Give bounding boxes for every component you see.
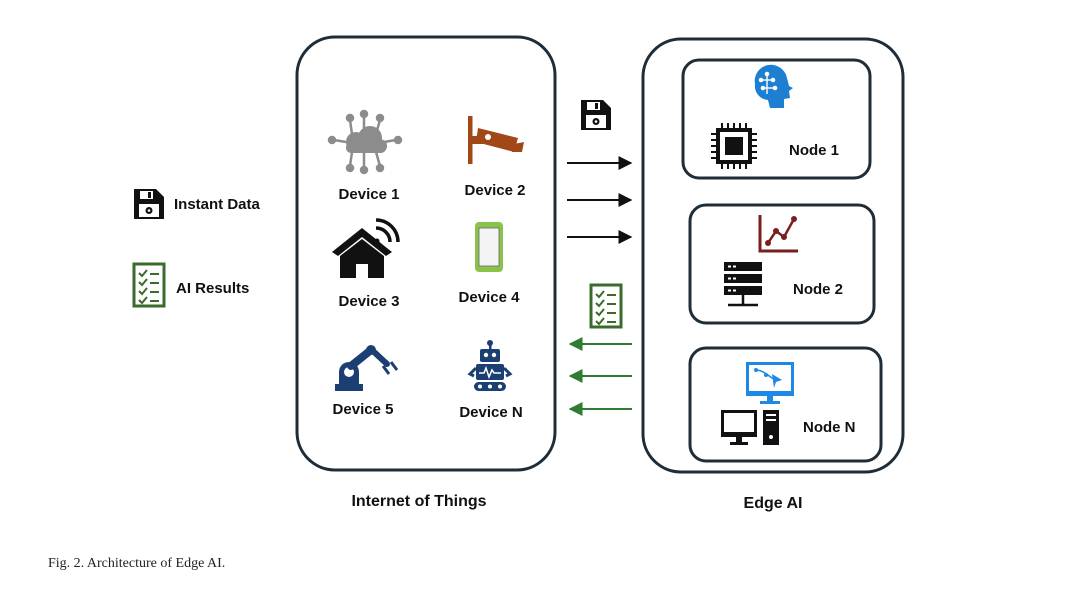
node-n-label: Node N: [803, 419, 856, 436]
smart-home-icon: [332, 218, 400, 278]
security-camera-icon: [468, 116, 524, 164]
device-n-label: Device N: [459, 404, 523, 421]
design-monitor-icon: [746, 362, 794, 404]
ai-brain-icon: [754, 64, 793, 108]
legend-ai-results-label: AI Results: [176, 280, 250, 297]
device-5-label: Device 5: [332, 401, 394, 418]
edge-ai-panel-title: Edge AI: [743, 495, 803, 512]
iot-panel-title: Internet of Things: [351, 493, 487, 510]
server-rack-icon: [724, 262, 762, 307]
node-2-box: [688, 203, 876, 325]
floppy-icon: [134, 189, 164, 219]
floppy-icon: [581, 100, 611, 130]
device-2-label: Device 2: [464, 182, 526, 199]
checklist-icon: [589, 283, 623, 329]
node-1-label: Node 1: [789, 142, 840, 159]
cloud-network-icon: [327, 109, 403, 175]
checklist-icon: [132, 262, 166, 308]
figure-caption: Fig. 2. Architecture of Edge AI.: [48, 556, 226, 571]
cpu-chip-icon: [711, 123, 757, 169]
desktop-computer-icon: [721, 410, 779, 445]
device-1-label: Device 1: [338, 186, 400, 203]
line-chart-icon: [758, 215, 798, 253]
smartphone-icon: [475, 222, 503, 272]
robot-arm-icon: [335, 345, 399, 391]
device-3-label: Device 3: [338, 293, 400, 310]
node-2-label: Node 2: [793, 281, 844, 298]
robot-icon: [467, 340, 513, 391]
legend-instant-data-label: Instant Data: [174, 196, 260, 213]
device-4-label: Device 4: [458, 289, 520, 306]
